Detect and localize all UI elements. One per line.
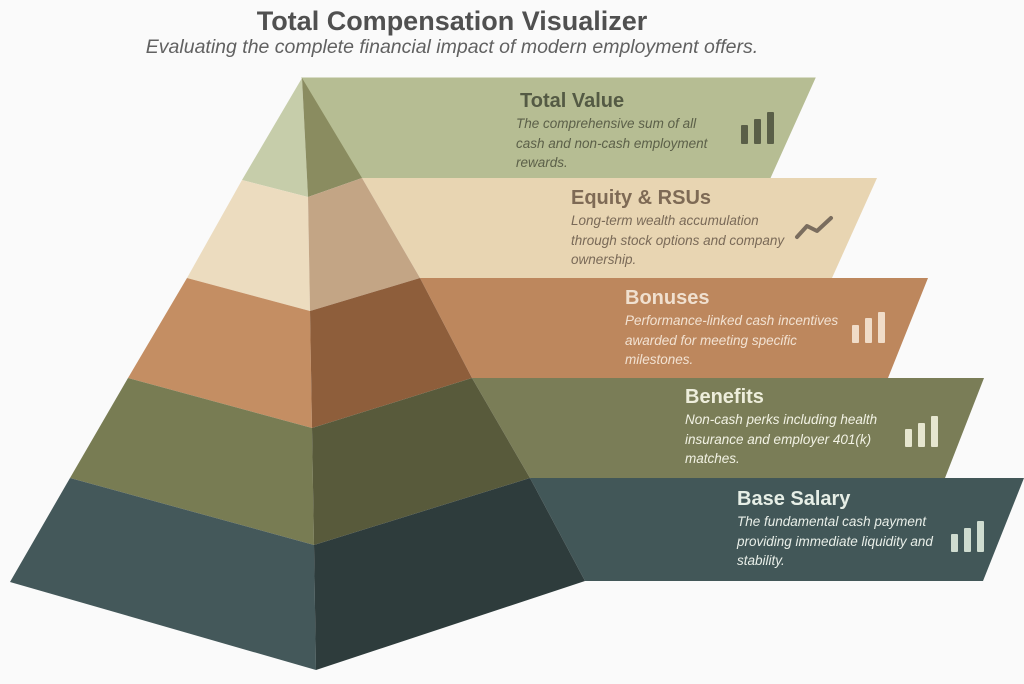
trend-line-icon (795, 216, 833, 239)
layer-description: Long-term wealth accumulation through st… (571, 213, 785, 267)
layer-description: The fundamental cash payment providing i… (737, 514, 933, 568)
pyramid-layer-equity[interactable] (187, 178, 877, 311)
pyramid-face-right (302, 78, 362, 197)
bar-chart-icon (905, 416, 938, 447)
layer-label-bonuses: Bonuses Performance-linked cash incentiv… (625, 287, 845, 370)
bar-chart-icon (741, 112, 774, 144)
label-band (362, 178, 877, 278)
pyramid-layer-total-value[interactable] (242, 77, 816, 197)
page-title: Total Compensation Visualizer (256, 6, 648, 36)
pyramid-face-left (10, 478, 316, 670)
label-band (420, 278, 928, 378)
layer-title: Equity & RSUs (571, 187, 712, 209)
pyramid-layer-base-salary[interactable] (10, 478, 1024, 670)
layer-description: The comprehensive sum of all cash and no… (516, 116, 708, 170)
pyramid-face-right (308, 178, 420, 311)
pyramid-face-left (70, 378, 314, 545)
layer-description: Non-cash perks including health insuranc… (685, 412, 878, 466)
layer-title: Base Salary (737, 488, 851, 510)
layer-title: Total Value (520, 90, 625, 112)
layer-title: Bonuses (625, 287, 710, 309)
layer-description: Performance-linked cash incentives award… (625, 313, 839, 367)
pyramid-layer-benefits[interactable] (70, 378, 984, 545)
layer-label-equity: Equity & RSUs Long-term wealth accumulat… (571, 187, 786, 270)
layer-label-total-value: Total Value The comprehensive sum of all… (516, 90, 721, 173)
label-band (472, 378, 984, 478)
layer-label-base-salary: Base Salary The fundamental cash payment… (737, 488, 952, 571)
page-subtitle: Evaluating the complete financial impact… (145, 36, 759, 58)
pyramid-face-right (310, 278, 472, 428)
pyramid-face-left (187, 180, 310, 311)
pyramid-face-left (242, 78, 308, 197)
pyramid-face-right (314, 478, 585, 670)
label-band (530, 478, 1024, 581)
pyramid-face-right (312, 378, 530, 545)
layer-title: Benefits (685, 386, 764, 408)
bar-chart-icon (852, 312, 885, 343)
layer-label-benefits: Benefits Non-cash perks including health… (685, 386, 900, 469)
bar-chart-icon (951, 521, 984, 552)
